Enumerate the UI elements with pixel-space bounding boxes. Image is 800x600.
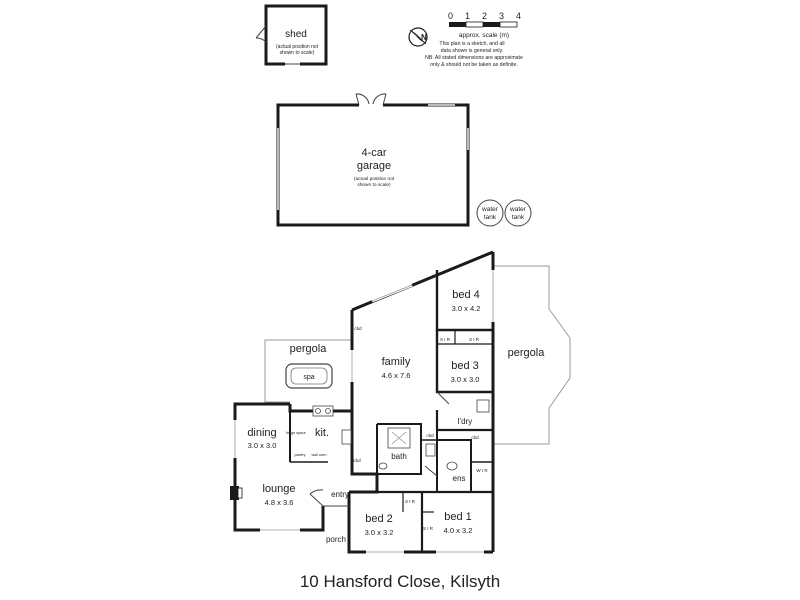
bath-fixtures [378,399,490,471]
address-caption: 10 Hansford Close, Kilsyth [299,572,501,591]
scale-tick-1: 1 [465,11,470,21]
room-dims-family: 4.6 x 7.6 [382,371,411,380]
room-label-entry: entry [331,490,349,499]
shed-outline [255,4,328,66]
label-fridge-space: fridge space [286,431,306,435]
room-dims-dining: 3.0 x 3.0 [248,441,277,450]
room-label-bed3: bed 3 [451,360,479,372]
scale-note-line-1: This plan is a sketch, and all [439,41,504,47]
scale-segment [499,21,518,28]
room-label-bed1: bed 1 [444,511,472,523]
garage-note-line-2: shown to scale) [357,182,391,188]
room-label-spa: spa [303,374,314,381]
shed-note-line-1: (actual position not [276,44,319,50]
scale-segment [483,22,500,27]
scale-note-line-3: NB: All stated dimensions are approximat… [425,55,523,61]
label-cbd-laundry: cbd [471,435,479,440]
water-tank-label-line-1: water [481,206,499,213]
garage-note-line-1: (actual position not [354,176,395,182]
room-label-family: family [382,356,411,368]
shed-note-line-2: shown to scale) [280,50,315,56]
fireplace-icon [230,486,243,500]
water-tank-label-line-2: tank [512,214,525,221]
scale-tick-4: 4 [516,11,521,21]
label-pantry: pantry [294,452,305,457]
room-label-pergola-right: pergola [508,347,546,359]
room-label-porch: porch [326,535,346,544]
room-label-bath: bath [391,452,407,461]
room-label-laundry: l'dry [458,417,472,426]
room-label-lounge: lounge [262,483,295,495]
label-wir: W I R [476,468,488,473]
label-cbd-bath: cbd [426,433,434,438]
water-tank-label-line-1: water [509,206,527,213]
scale-tick-3: 3 [499,11,504,21]
label-cbd-dining: cbd [354,326,362,331]
room-dims-bed1: 4.0 x 3.2 [444,526,473,535]
label-cbd-kitchen: cbd [353,458,361,463]
label-sir-bed2: S I R [405,499,416,504]
windows [233,270,495,554]
scale-note-line-2: data shown is general only. [441,48,503,54]
compass-label: N [421,33,427,42]
scale-segment [449,22,466,27]
room-dims-bed3: 3.0 x 3.0 [451,375,480,384]
room-label-kitchen: kit. [315,427,329,439]
scale-tick-2: 2 [482,11,487,21]
sink-icon [341,429,352,445]
compass-icon: N [408,27,428,47]
spa-tub-inner [290,367,328,385]
pergola-right-outline [493,265,571,445]
room-dims-bed2: 3.0 x 3.2 [365,528,394,537]
water-tank-label-line-2: tank [484,214,497,221]
scale-bar: 0 1 2 3 4 approx. scale (m) This plan is… [425,11,523,68]
scale-segment [465,21,484,28]
room-label-pergola-left: pergola [290,343,328,355]
room-label-dining: dining [247,427,276,439]
shed-label: shed [285,29,307,40]
room-label-bed4: bed 4 [452,289,480,301]
scale-caption: approx. scale (m) [459,32,509,39]
scale-note-line-4: only & should not be taken as definite. [430,62,518,68]
room-label-ensuite: ens [453,474,466,483]
spa-tub [285,363,333,389]
entry-door-arcs [309,391,450,507]
pergola-left-outline [264,339,352,403]
label-sir-right: S I R [469,337,480,342]
water-tank: water tank [504,199,532,227]
label-sir-bed1: S I R [423,526,434,531]
water-tank: water tank [476,199,504,227]
garage-label-line-1: 4-car [361,147,386,159]
scale-tick-0: 0 [448,11,453,21]
garage-outline [276,93,470,227]
room-label-bed2: bed 2 [365,513,393,525]
garage-label-line-2: garage [357,160,391,172]
cooktop-icon [312,405,334,417]
room-dims-bed4: 3.0 x 4.2 [452,304,481,313]
label-wall-oven: wall oven [312,453,327,457]
room-dims-lounge: 4.8 x 3.6 [265,498,294,507]
label-sir-left: S I R [440,337,451,342]
